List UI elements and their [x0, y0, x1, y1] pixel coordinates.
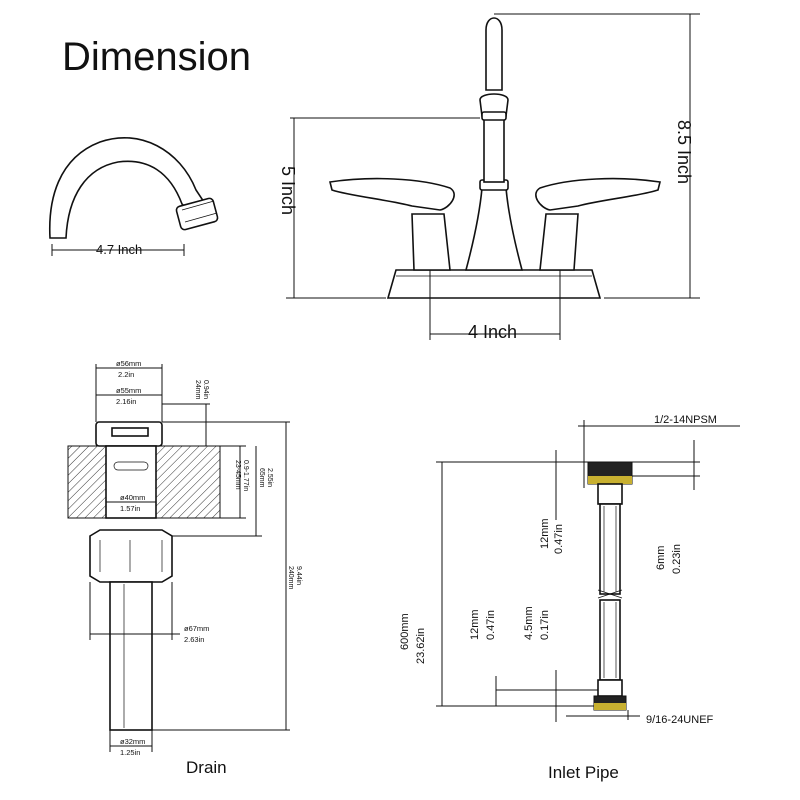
inlet-12a-in: 0.47in — [553, 524, 565, 554]
drain-dia67: ø67mm — [184, 624, 209, 633]
drain-thick: 23-45mm — [234, 460, 241, 490]
spout-drawing: 4.7 Inch — [48, 137, 219, 257]
drain-h24: 24mm — [194, 380, 201, 400]
inlet-12a: 12mm — [539, 518, 551, 549]
drain-caption: Drain — [186, 758, 227, 777]
drain-dia56-in: 2.2in — [118, 370, 134, 379]
inlet-45-in: 0.17in — [539, 610, 551, 640]
faucet-drawing: 8.5 Inch 5 Inch 4 Inch — [278, 13, 700, 342]
inlet-12b: 12mm — [469, 609, 481, 640]
drain-drawing: ø56mm 2.2in ø55mm 2.16in 24mm 0.94in ø40… — [67, 359, 302, 777]
page-title: Dimension — [62, 35, 251, 79]
inlet-caption: Inlet Pipe — [548, 763, 619, 782]
drain-h240-in: 9.44in — [295, 566, 302, 585]
faucet-height-label: 8.5 Inch — [674, 120, 694, 184]
drain-h65: 65mm — [258, 468, 265, 488]
drain-dia32-in: 1.25in — [120, 748, 140, 757]
spread-label: 4 Inch — [468, 322, 517, 342]
drain-dia40-in: 1.57in — [120, 504, 140, 513]
inlet-6: 6mm — [655, 546, 667, 570]
drain-h24-in: 0.94in — [202, 380, 209, 399]
spout-width-label: 4.7 Inch — [96, 242, 142, 257]
handle-height-label: 5 Inch — [278, 166, 298, 215]
drain-h240: 240mm — [287, 566, 294, 590]
drain-dia56: ø56mm — [116, 359, 141, 368]
inlet-bottom-thread: 9/16-24UNEF — [646, 714, 714, 726]
drain-h65-in: 2.55in — [266, 468, 273, 487]
inlet-len: 600mm — [399, 613, 411, 650]
drain-dia67-in: 2.63in — [184, 635, 204, 644]
drain-dia32: ø32mm — [120, 737, 145, 746]
inlet-top-thread: 1/2-14NPSM — [654, 414, 717, 426]
inlet-pipe-drawing: 1/2-14NPSM 9/16-24UNEF 600mm 23.62in 12m… — [399, 414, 740, 782]
inlet-45: 4.5mm — [523, 606, 535, 640]
drain-thick-in: 0.9-1.77in — [242, 460, 249, 491]
inlet-6-in: 0.23in — [671, 544, 683, 574]
drain-dia55-in: 2.16in — [116, 397, 136, 406]
inlet-12b-in: 0.47in — [485, 610, 497, 640]
drain-dia55: ø55mm — [116, 386, 141, 395]
drain-dia40: ø40mm — [120, 493, 145, 502]
inlet-len-in: 23.62in — [415, 628, 427, 664]
